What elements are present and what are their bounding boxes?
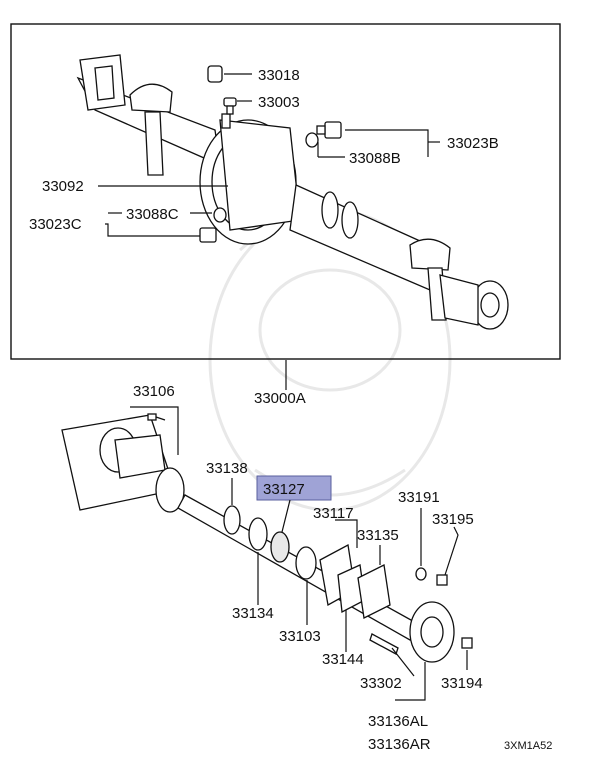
diagram-code: 3XM1A52 (504, 740, 552, 752)
label-33191: 33191 (398, 489, 440, 506)
label-33138: 33138 (206, 460, 248, 477)
axle-shaft-illustration (61, 413, 473, 663)
label-33144: 33144 (322, 651, 364, 668)
label-33136ar: 33136AR (368, 736, 431, 753)
label-33136al: 33136AL (368, 713, 428, 730)
label-33127: 33127 (263, 481, 305, 498)
label-33106: 33106 (133, 383, 175, 400)
axle-housing-frame (10, 23, 561, 360)
label-33117: 33117 (313, 505, 354, 522)
label-33302: 33302 (360, 675, 402, 692)
label-33023b: 33023B (447, 135, 499, 152)
part-33003-bolt (223, 97, 237, 115)
label-33195: 33195 (432, 511, 474, 528)
label-33194: 33194 (441, 675, 483, 692)
part-33088c-gasket (213, 207, 227, 223)
label-33000a: 33000A (254, 390, 306, 407)
label-33003: 33003 (258, 94, 300, 111)
label-33135: 33135 (357, 527, 399, 544)
part-33018-plug (207, 65, 223, 83)
label-33092: 33092 (42, 178, 84, 195)
highlight-box-33127 (256, 475, 332, 501)
leader-lines-upper (98, 73, 440, 390)
part-33088b-gasket (305, 132, 319, 148)
part-33023b-plug (316, 121, 342, 139)
label-33134: 33134 (232, 605, 274, 622)
part-33023c-plug (199, 227, 217, 243)
axle-housing-illustration (76, 54, 509, 330)
leader-lines-lower (130, 406, 468, 701)
label-33103: 33103 (279, 628, 321, 645)
label-33018: 33018 (258, 67, 300, 84)
label-33088c: 33088C (126, 206, 179, 223)
label-33088b: 33088B (349, 150, 401, 167)
label-33023c: 33023C (29, 216, 82, 233)
